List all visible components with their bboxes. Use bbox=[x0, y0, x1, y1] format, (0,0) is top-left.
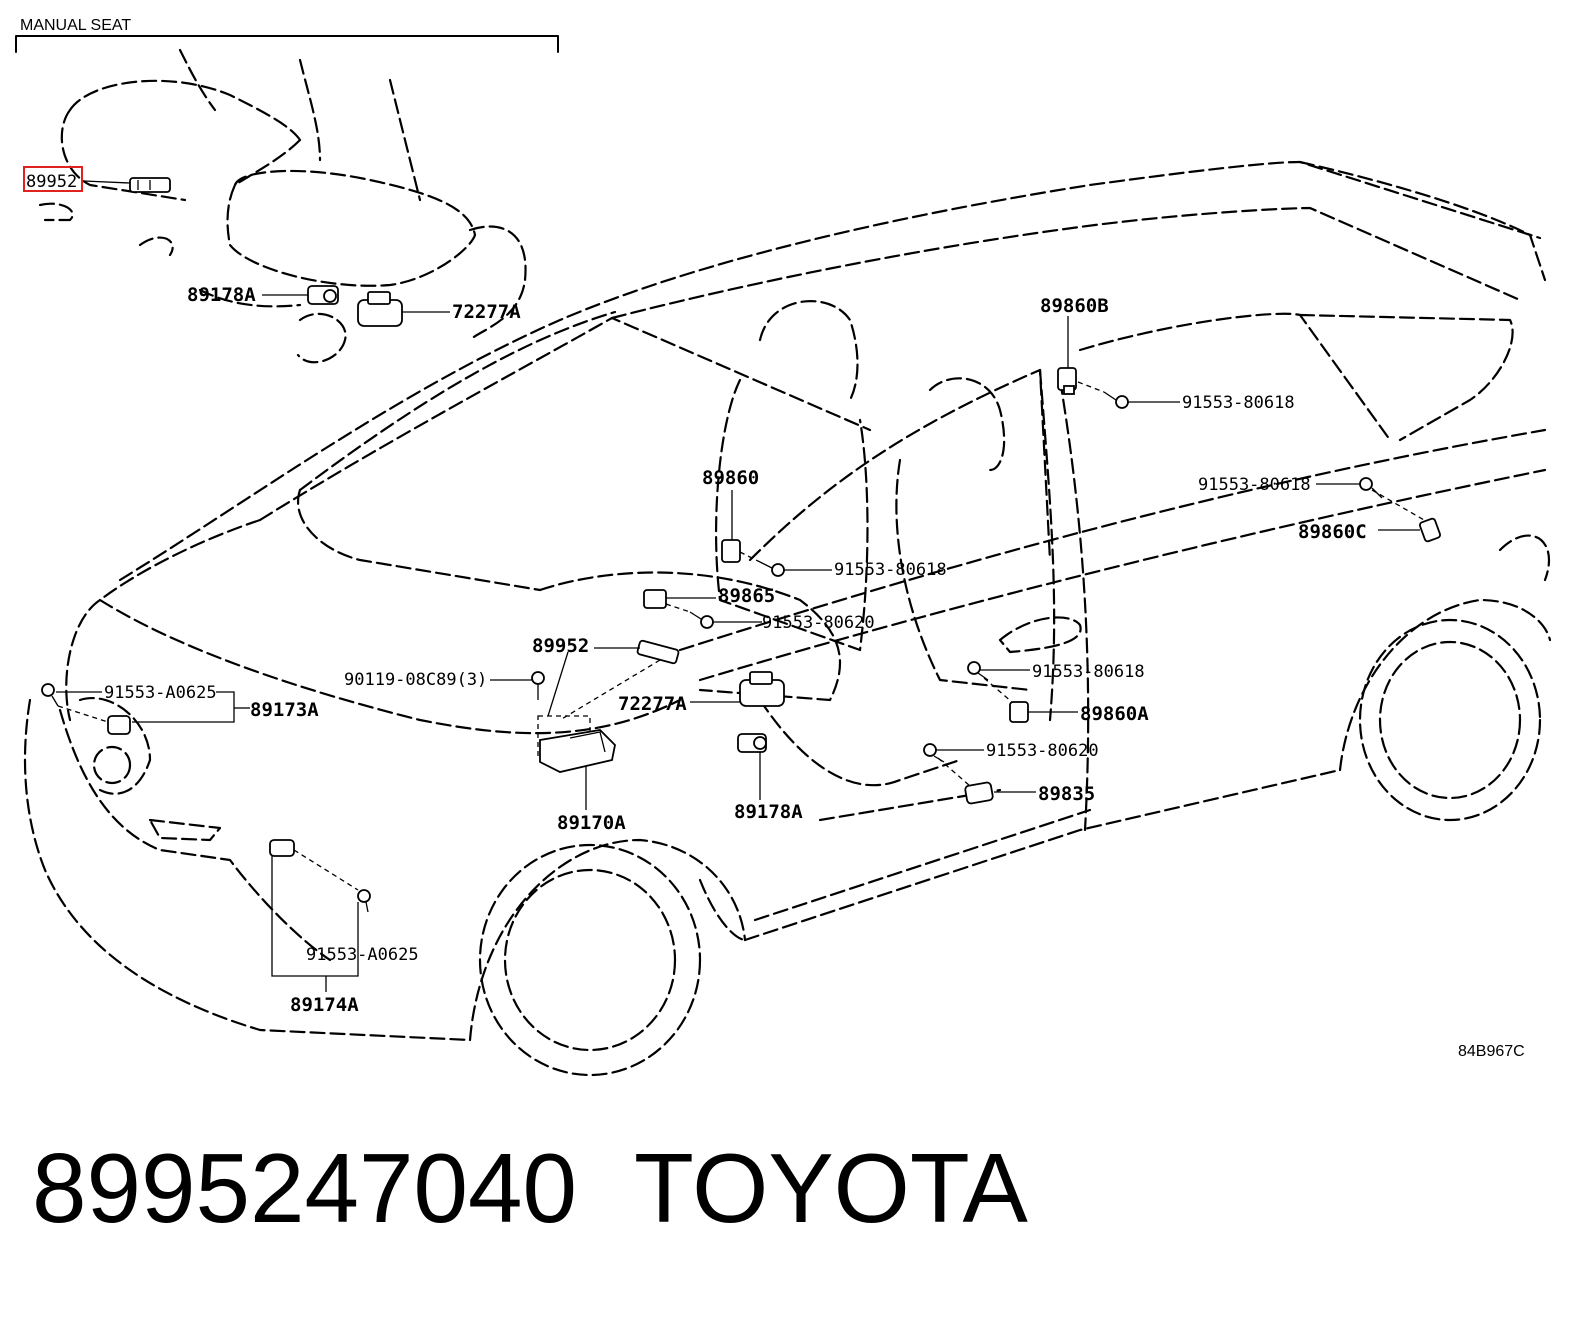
callout-91553-80618-b: 91553-80618 bbox=[1198, 475, 1311, 495]
manual-seat-inset: MANUAL SEAT 89952 89178A 72277A bbox=[15, 17, 559, 364]
section-title: MANUAL SEAT bbox=[20, 17, 131, 34]
sensor-89173A bbox=[107, 715, 131, 735]
sensor-89860 bbox=[721, 539, 741, 563]
vehicle-parts bbox=[41, 367, 1441, 913]
callout-72277A: 72277A bbox=[618, 693, 687, 715]
callout-89178A-seat: 89178A bbox=[187, 284, 256, 306]
sensor-89178A bbox=[737, 733, 767, 753]
callout-89835: 89835 bbox=[1038, 783, 1095, 805]
bolt-91553-80618-d bbox=[967, 661, 989, 681]
bolt-91553-A0625-b bbox=[357, 889, 371, 913]
bolt-91553-80618-b bbox=[1359, 477, 1383, 499]
callout-72277A-seat: 72277A bbox=[452, 301, 521, 323]
ecu-89170A bbox=[537, 715, 616, 773]
callout-89860C: 89860C bbox=[1298, 521, 1367, 543]
bolt-90119-08C89 bbox=[531, 671, 545, 700]
callout-89860A: 89860A bbox=[1080, 703, 1149, 725]
callout-91553-80620-a: 91553-80620 bbox=[762, 613, 875, 633]
callout-91553-80618-c: 91553-80618 bbox=[834, 560, 947, 580]
sensor-89860A bbox=[1009, 701, 1029, 723]
highlight-box bbox=[23, 166, 83, 192]
vehicle-outline bbox=[23, 160, 1552, 1077]
callout-91553-A0625-a: 91553-A0625 bbox=[104, 683, 217, 703]
seat-sensor-89952-part bbox=[129, 177, 171, 193]
bolt-91553-A0625-a bbox=[41, 683, 59, 707]
sensor-89860C bbox=[1419, 517, 1441, 543]
callout-91553-80618-a: 91553-80618 bbox=[1182, 393, 1295, 413]
callout-91553-A0625-b: 91553-A0625 bbox=[306, 945, 419, 965]
sensor-89952 bbox=[636, 639, 680, 665]
callout-91553-80618-d: 91553-80618 bbox=[1032, 662, 1145, 682]
callout-89173A: 89173A bbox=[250, 699, 319, 721]
callout-89865: 89865 bbox=[718, 585, 775, 607]
bolt-91553-80618-a bbox=[1103, 391, 1129, 409]
callout-89860: 89860 bbox=[702, 467, 759, 489]
part-number-caption: 8995247040 bbox=[32, 1133, 577, 1243]
sensor-89174A bbox=[269, 839, 295, 857]
callout-labels: 89860B 91553-80618 91553-80618 89860C 89… bbox=[104, 295, 1367, 1016]
bolt-91553-80620-a bbox=[689, 611, 714, 629]
seat-track-72277A-part bbox=[357, 291, 403, 327]
sensor-89860B bbox=[1057, 367, 1077, 395]
callout-90119-08C89: 90119-08C89(3) bbox=[344, 670, 487, 690]
seat-sensor-89178A-part bbox=[307, 285, 339, 305]
section-bracket bbox=[15, 35, 559, 53]
leader-lines bbox=[56, 316, 1425, 992]
callout-89174A: 89174A bbox=[290, 994, 359, 1016]
brand-caption: TOYOTA bbox=[634, 1133, 1029, 1243]
sensor-89865 bbox=[643, 589, 667, 609]
diagram-code: 84B967C bbox=[1458, 1043, 1525, 1060]
callout-89952: 89952 bbox=[532, 635, 589, 657]
callout-91553-80620-b: 91553-80620 bbox=[986, 741, 1099, 761]
bolt-91553-80620-b bbox=[923, 743, 945, 763]
callout-89860B: 89860B bbox=[1040, 295, 1109, 317]
bracket-72277A bbox=[739, 671, 785, 707]
bolt-91553-80618-c bbox=[759, 561, 785, 577]
callout-89178A: 89178A bbox=[734, 801, 803, 823]
sensor-89835 bbox=[964, 781, 994, 805]
callout-89952-seat: 89952 bbox=[26, 172, 77, 192]
callout-89170A: 89170A bbox=[557, 812, 626, 834]
